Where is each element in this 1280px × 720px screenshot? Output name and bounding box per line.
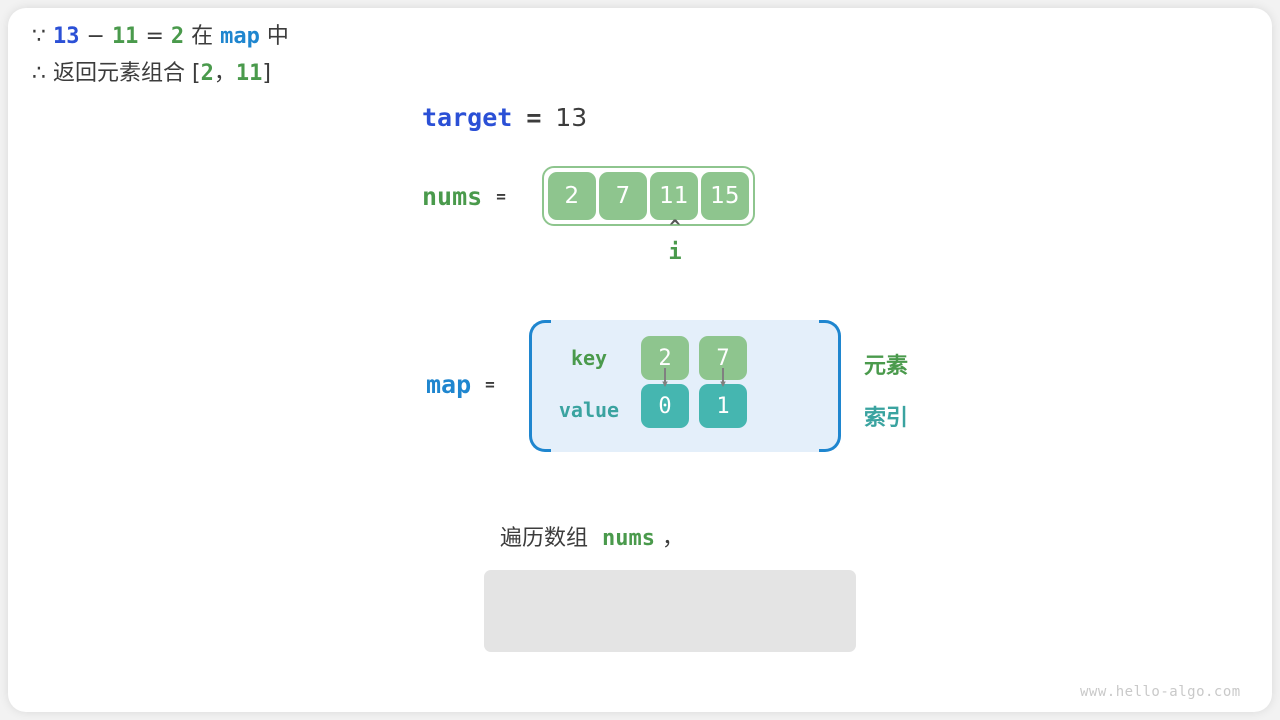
map-value-cell: 1	[699, 384, 747, 428]
note-result-comma: ，	[213, 61, 236, 86]
note-line-1: ∵ 13 − 11 = 2 在 map 中	[32, 18, 289, 50]
target-value: 13	[555, 102, 588, 132]
note-line-2: ∴ 返回元素组合 [ 2 ， 11 ]	[32, 55, 271, 87]
nums-label: nums	[422, 181, 483, 211]
note-bracket-close: ]	[262, 61, 271, 86]
map-label: map	[426, 370, 472, 399]
note-box	[484, 570, 856, 652]
description-suffix: ，	[662, 526, 685, 551]
legend-index-label: 索引	[864, 406, 909, 431]
description-line: 遍历数组 nums ，	[500, 520, 684, 552]
note-tail-text: 中	[266, 24, 289, 49]
map-entry: 7 1	[699, 336, 747, 428]
therefore-symbol-icon: ∴	[32, 61, 46, 86]
legend-element-label: 元素	[864, 354, 909, 379]
array-cell: 15	[700, 172, 749, 220]
map-value-cell: 0	[641, 384, 689, 428]
array-cell: 2	[547, 172, 596, 220]
description-prefix: 遍历数组	[500, 526, 589, 551]
map-key-cell: 7	[699, 336, 747, 380]
map-entry: 2 0	[641, 336, 689, 428]
map-row: map =	[426, 370, 509, 399]
map-key-label: key	[570, 346, 608, 370]
map-equals: =	[485, 375, 495, 394]
diagram-card: target = 13 nums = 2 7 11 15 ^ i map = k…	[8, 8, 1272, 712]
note-result-text: 返回元素组合	[53, 61, 186, 86]
nums-array: 2 7 11 15	[541, 166, 755, 226]
watermark: www.hello-algo.com	[1080, 684, 1241, 700]
note-result-b: 11	[235, 61, 263, 86]
description-code: nums	[602, 526, 655, 551]
because-symbol-icon: ∵	[32, 24, 46, 49]
note-bracket-open: [	[192, 61, 201, 86]
map-key-cell: 2	[641, 336, 689, 380]
note-target-value: 13	[53, 24, 80, 49]
map-value-label: value	[558, 398, 620, 422]
target-equals: =	[526, 102, 542, 132]
nums-equals: =	[496, 186, 506, 206]
array-cell: 11	[649, 172, 698, 220]
target-row: target = 13	[422, 100, 587, 134]
nums-row: nums = 2 7 11 15	[422, 166, 755, 226]
note-result-a: 2	[200, 61, 214, 86]
pointer-label: i	[668, 240, 682, 265]
note-complement-value: 2	[170, 24, 185, 49]
target-label: target	[422, 102, 513, 132]
note-mid-text: 在	[191, 24, 214, 49]
pointer-caret-icon: ^	[669, 216, 681, 238]
note-map-ref: map	[220, 24, 260, 49]
note-equals: =	[145, 24, 164, 49]
note-minus: −	[86, 24, 105, 49]
array-cell: 7	[598, 172, 647, 220]
map-row-labels: key value	[554, 340, 624, 428]
note-current-value: 11	[111, 24, 139, 49]
map-entries: 2 0 7 1	[641, 336, 747, 428]
